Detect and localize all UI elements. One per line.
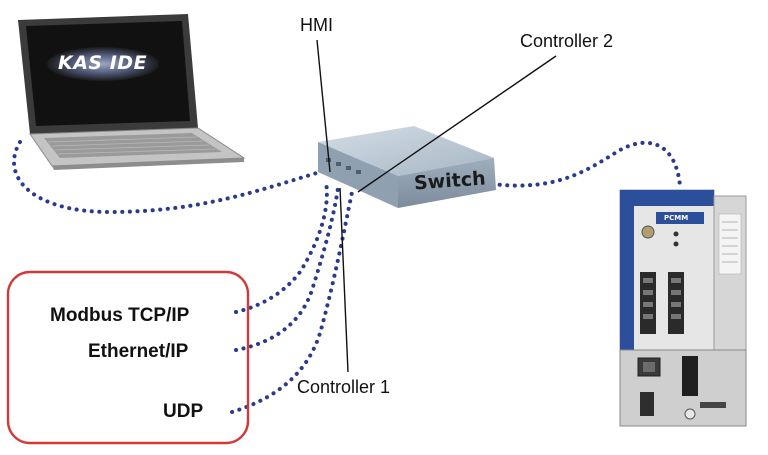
controller-1-callout-line <box>339 187 349 373</box>
protocol-ethernet-ip-label: Ethernet/IP <box>88 341 189 362</box>
laptop-keyboard <box>44 133 222 158</box>
controller-device <box>619 189 747 427</box>
device-model-tag <box>656 212 704 224</box>
laptop-screen-text: KAS IDE <box>58 52 148 74</box>
switch-device <box>318 126 496 208</box>
device-knob <box>641 225 655 239</box>
cables <box>12 140 682 414</box>
laptop <box>18 14 246 170</box>
hmi-callout-line <box>316 39 331 173</box>
device-usb-port <box>640 392 654 416</box>
cable-udp <box>230 190 354 414</box>
controller-2-label: Controller 2 <box>520 31 614 51</box>
switch-front-face <box>398 158 496 208</box>
device-lower-slot <box>682 356 698 396</box>
device-label-lines <box>722 221 738 263</box>
device-side-strip <box>620 206 634 350</box>
device-button <box>684 408 696 420</box>
protocol-udp-label: UDP <box>163 401 204 422</box>
protocol-modbus-label: Modbus TCP/IP <box>50 305 190 326</box>
device-connector-pins <box>643 278 681 319</box>
callout-lines <box>316 39 557 373</box>
keyboard-keys <box>47 136 216 155</box>
device-sd-slot <box>700 402 726 408</box>
protocol-box <box>6 270 250 445</box>
cable-switch-to-controller-device <box>490 140 682 188</box>
cable-modbus <box>234 180 329 314</box>
controller-2-callout-line <box>357 55 557 193</box>
device-side-label <box>718 213 742 275</box>
switch-left-face <box>318 142 398 208</box>
controller-1-label: Controller 1 <box>297 377 391 397</box>
device-led <box>673 231 679 237</box>
hmi-label: HMI <box>300 15 333 35</box>
switch-top-face <box>318 126 494 176</box>
device-ethernet-port-inner <box>643 362 655 372</box>
device-header-strip <box>620 190 714 206</box>
kas-ide-logo-background <box>47 47 159 81</box>
device-led <box>673 241 679 247</box>
laptop-front-edge <box>52 158 244 170</box>
device-model-text: PCMM <box>664 214 689 222</box>
